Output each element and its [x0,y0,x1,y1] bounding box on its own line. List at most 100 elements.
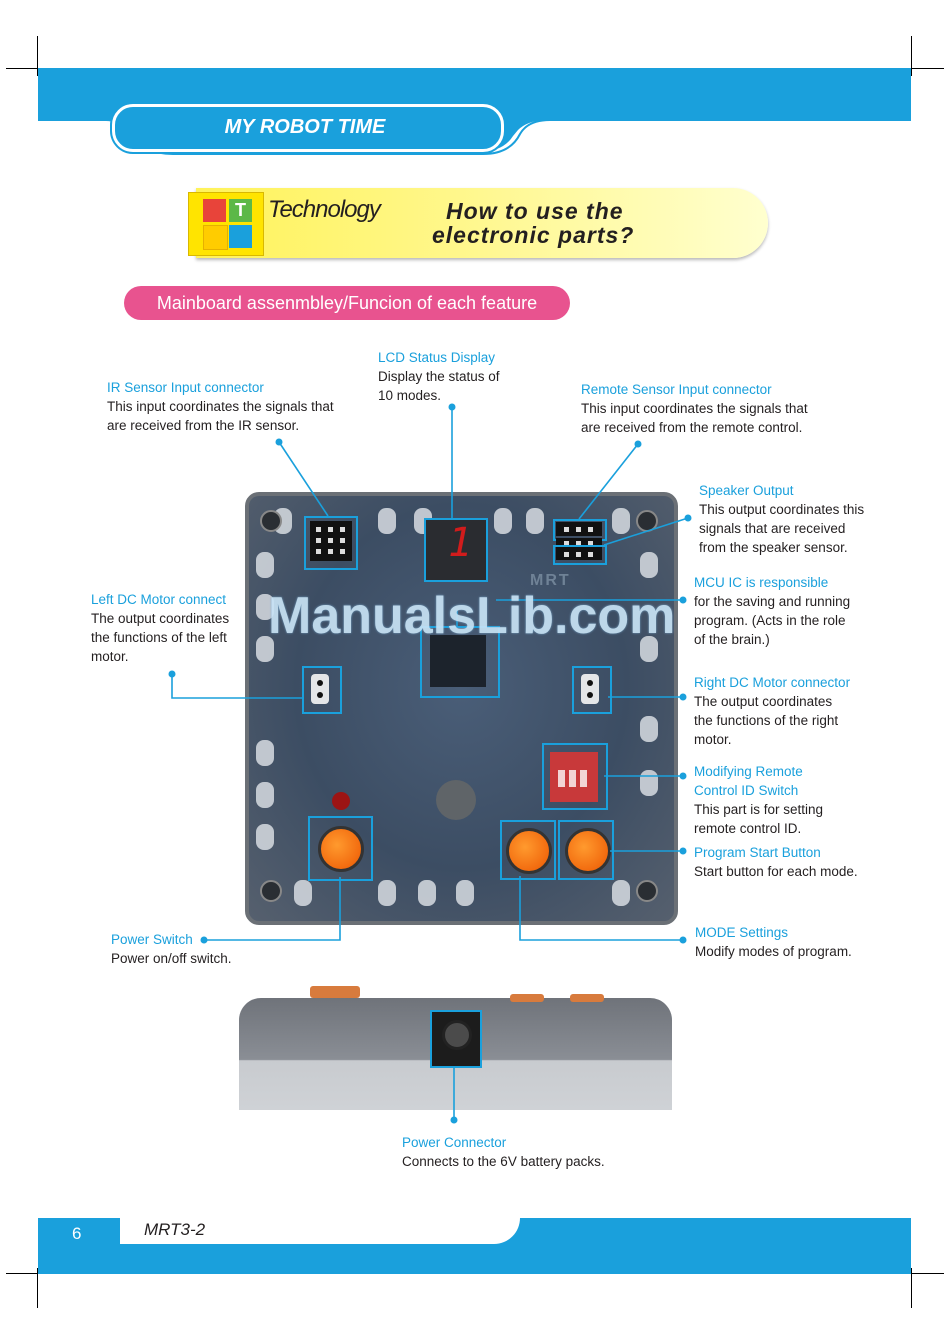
annotation-title: IR Sensor Input connector [107,380,264,395]
board-bump [640,716,658,742]
annotation-text: the functions of the left [91,630,227,645]
annotation-title: Left DC Motor connect [91,592,227,607]
mode-button [506,828,552,874]
power-jack-socket [442,1020,472,1050]
left-motor-connector [311,674,329,704]
board-bump [256,594,274,620]
board-bump [494,508,512,534]
board-bump [256,782,274,808]
annotation-text: Display the status of [378,369,500,384]
board-bump [256,636,274,662]
annotation-title: Power Connector [402,1135,507,1150]
annotation-title: Speaker Output [699,483,794,498]
remote-connector [556,522,602,536]
board-screw [260,880,282,902]
annotation-text: motor. [694,732,732,747]
mcu-chip [430,635,486,687]
annotation-power-connector: Power Connector Connects to the 6V batte… [402,1133,605,1171]
annotation-text: Connects to the 6V battery packs. [402,1154,605,1169]
annotation-text: The output coordinates [91,611,230,626]
annotation-power-switch: Power Switch Power on/off switch. [111,930,232,968]
power-switch-button [318,826,364,872]
board-bump [526,508,544,534]
buzzer [436,780,476,820]
crop-mark [904,68,944,69]
banner-question-line2: electronic parts? [432,222,635,248]
footer-notch [120,1218,520,1244]
annotation-lcd: LCD Status Display Display the status of… [378,348,500,405]
annotation-text: 10 modes. [378,388,442,403]
annotation-text: signals that are received [699,521,846,536]
crop-mark [37,36,38,76]
board-bump [378,508,396,534]
logo-square-letter: T [229,199,252,222]
page-number: 6 [72,1224,82,1243]
ir-connector [310,521,352,561]
annotation-text: This part is for setting [694,802,824,817]
annotation-ir-sensor: IR Sensor Input connector This input coo… [107,378,334,435]
annotation-text: are received from the IR sensor. [107,418,300,433]
annotation-title: Modifying Remote [694,764,803,779]
crop-mark [911,36,912,76]
header-title-pill [112,104,504,152]
logo-square-yellow [203,225,228,250]
board-bump [640,636,658,662]
board-bump [378,880,396,906]
annotation-text: motor. [91,649,129,664]
annotation-left-motor: Left DC Motor connect The output coordin… [91,590,229,666]
board-bump [256,740,274,766]
side-button-tab [510,994,544,1002]
technology-word: Technology [268,196,381,223]
annotation-mcu: MCU IC is responsible for the saving and… [694,573,850,649]
section-title: Mainboard assenmbley/Funcion of each fea… [124,286,570,320]
annotation-text: program. (Acts in the role [694,613,846,628]
crop-mark [6,68,46,69]
annotation-text: for the saving and running [694,594,851,609]
annotation-title: LCD Status Display [378,350,496,365]
ir-connector-highlight [304,516,358,570]
board-bump [612,880,630,906]
logo-square-red [203,199,226,222]
crop-mark [904,1273,944,1274]
annotation-mode-settings: MODE Settings Modify modes of program. [695,923,852,961]
board-screw [260,510,282,532]
speaker-connector [556,548,602,560]
annotation-title: Program Start Button [694,845,821,860]
board-screw [636,880,658,902]
annotation-text: This input coordinates the signals that [581,401,808,416]
side-button-tab [570,994,604,1002]
right-motor-highlight [572,666,612,714]
program-start-highlight [558,820,614,880]
mode-button-highlight [500,820,556,880]
board-bump [256,552,274,578]
speaker-connector-highlight [553,545,607,565]
technology-logo: T [188,192,264,256]
board-bump [612,508,630,534]
program-start-button [565,828,611,874]
footer-model: MRT3-2 [144,1220,206,1239]
crop-mark [911,1268,912,1308]
mcu-highlight [420,626,500,698]
board-bump [418,880,436,906]
annotation-text: This output coordinates this [699,502,865,517]
annotation-program-start: Program Start Button Start button for ea… [694,843,858,881]
annotation-text: the functions of the right [694,713,839,728]
annotation-text: of the brain.) [694,632,770,647]
logo-square-blue [229,225,252,248]
annotation-text: This input coordinates the signals that [107,399,334,414]
remote-id-dip-switch [550,752,598,802]
pin-row [556,538,602,548]
annotation-title: Power Switch [111,932,193,947]
annotation-remote-sensor: Remote Sensor Input connector This input… [581,380,808,437]
annotation-text: Power on/off switch. [111,951,232,966]
annotation-title: Right DC Motor connector [694,675,851,690]
board-bump [294,880,312,906]
annotation-title: Control ID Switch [694,783,799,798]
banner-question-line1: How to use the [446,198,624,224]
lcd-display [424,518,488,582]
annotation-text: The output coordinates [694,694,833,709]
annotation-title: Remote Sensor Input connector [581,382,772,397]
crop-mark [6,1273,46,1274]
annotation-title: MCU IC is responsible [694,575,829,590]
